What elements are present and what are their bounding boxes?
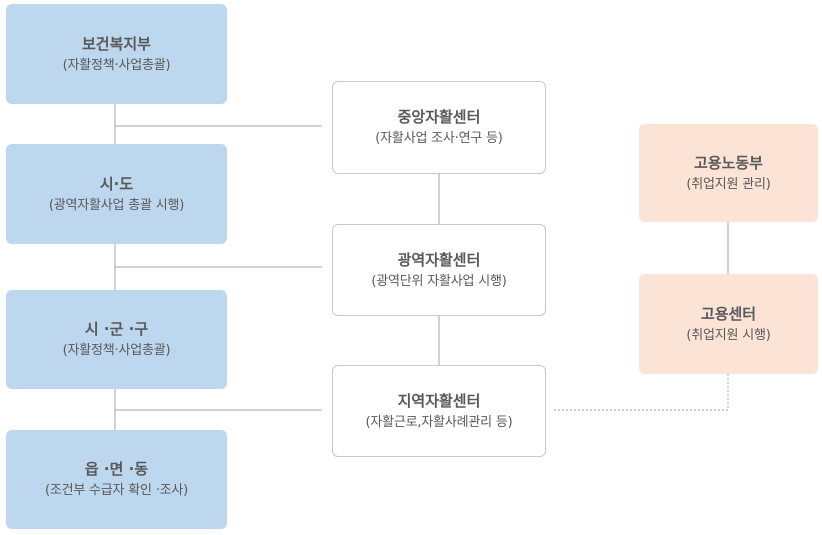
sido-box: 시·도 (광역자활사업 총괄 시행) bbox=[6, 144, 227, 244]
moel-box: 고용노동부 (취업지원 관리) bbox=[639, 124, 818, 222]
eupmyeondong-title: 읍 ·면 ·동 bbox=[84, 460, 149, 478]
jobcenter-box: 고용센터 (취업지원 시행) bbox=[639, 274, 818, 374]
sigungu-subtitle: (자활정책·사업총괄) bbox=[62, 343, 171, 358]
mohw-subtitle: (자활정책·사업총괄) bbox=[62, 57, 171, 73]
dotted-connector-jobcenter-local bbox=[554, 374, 729, 411]
local-center-box: 지역자활센터 (자활근로,자활사례관리 등) bbox=[332, 365, 546, 457]
sido-subtitle: (광역자활사업 총괄 시행) bbox=[48, 197, 185, 213]
eupmyeondong-box: 읍 ·면 ·동 (조건부 수급자 확인 ·조사) bbox=[6, 430, 227, 529]
sido-title: 시·도 bbox=[99, 174, 134, 193]
sigungu-title: 시 ·군 ·구 bbox=[84, 320, 149, 338]
sigungu-box: 시 ·군 ·구 (자활정책·사업총괄) bbox=[6, 290, 227, 389]
regional-center-box: 광역자활센터 (광역단위 자활사업 시행) bbox=[332, 224, 546, 316]
jobcenter-subtitle: (취업지원 시행) bbox=[686, 327, 771, 343]
mohw-title: 보건복지부 bbox=[81, 34, 151, 53]
local-center-subtitle: (자활근로,자활사례관리 등) bbox=[365, 414, 513, 430]
regional-center-subtitle: (광역단위 자활사업 시행) bbox=[371, 273, 507, 289]
mohw-box: 보건복지부 (자활정책·사업총괄) bbox=[6, 4, 227, 104]
central-center-box: 중앙자활센터 (자활사업 조사·연구 등) bbox=[332, 81, 546, 174]
eupmyeondong-subtitle: (조건부 수급자 확인 ·조사) bbox=[44, 483, 189, 498]
local-center-title: 지역자활센터 bbox=[397, 391, 481, 410]
central-center-title: 중앙자활센터 bbox=[397, 108, 481, 126]
central-center-subtitle: (자활사업 조사·연구 등) bbox=[375, 131, 503, 146]
moel-subtitle: (취업지원 관리) bbox=[686, 176, 771, 192]
moel-title: 고용노동부 bbox=[693, 153, 763, 172]
regional-center-title: 광역자활센터 bbox=[397, 250, 481, 269]
jobcenter-title: 고용센터 bbox=[700, 304, 757, 323]
